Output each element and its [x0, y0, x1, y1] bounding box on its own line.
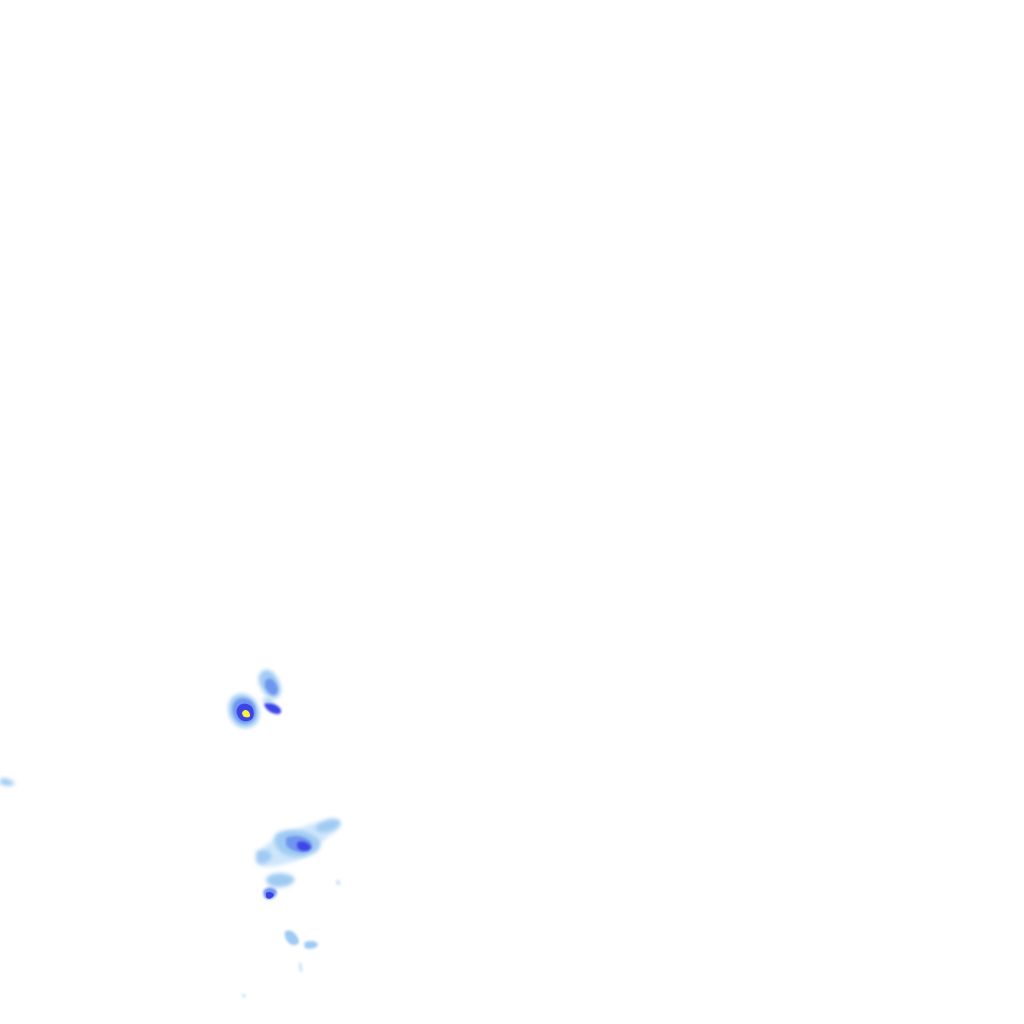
rain-speck-3 [298, 961, 303, 973]
rain-cell-northeast-mid [265, 678, 278, 695]
rain-cell-west-core [228, 693, 260, 728]
rain-speck-2 [304, 940, 318, 949]
rain-band-south-heavy-2 [266, 891, 274, 899]
rain-cell-far-west-outer [0, 778, 15, 786]
rain-cell-northeast-heavy [264, 702, 282, 715]
rain-cell-far-west [0, 778, 15, 786]
rain-band-south [256, 818, 341, 900]
rain-band-south-light-2 [315, 819, 341, 833]
rain-speck-1 [284, 930, 299, 946]
rain-band-south-light-3 [256, 849, 272, 864]
rain-cell-west-extreme [242, 709, 251, 718]
rain-specks-south [241, 879, 341, 998]
rain-speck-4 [335, 879, 341, 886]
rain-band-south-heavy-1 [296, 841, 311, 851]
rain-cell-northeast [258, 669, 282, 715]
rain-cell-northeast-light [262, 698, 275, 703]
rain-speck-5 [241, 993, 246, 998]
rain-band-south-light-4 [266, 873, 295, 888]
